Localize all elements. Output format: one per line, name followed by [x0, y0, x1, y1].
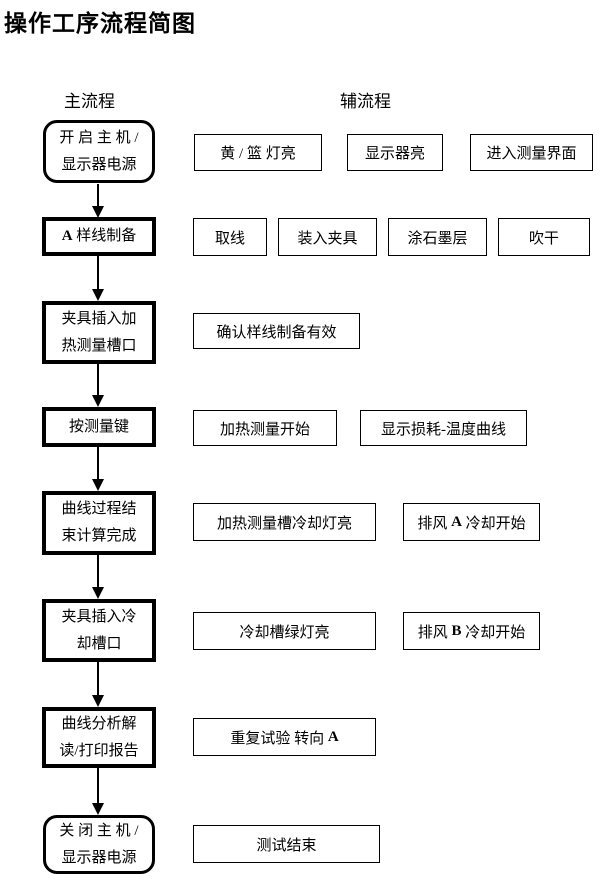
aux-box-exhaust-b-cooling: 排风 B 冷却开始 — [403, 612, 540, 650]
main-step-label: 关 闭 主 机 / — [59, 822, 139, 839]
flow-arrow — [92, 447, 105, 491]
main-step-label: 开 启 主 机 / — [59, 129, 139, 146]
aux-box-yellow-blue-light: 黄 / 篮 灯亮 — [194, 134, 322, 171]
label-text: 样线制备 — [72, 228, 137, 244]
aux-box-label: 显示损耗-温度曲线 — [381, 421, 506, 438]
aux-box-graphite-coat: 涂石墨层 — [388, 218, 487, 256]
main-step-label: 夹具插入加 — [61, 310, 137, 327]
arrow-shaft — [97, 364, 99, 397]
aux-box-label: 黄 / 篮 灯亮 — [220, 146, 296, 162]
aux-box-label: 显示器亮 — [364, 146, 425, 162]
arrow-shaft — [97, 768, 99, 805]
main-step-analyze-print-report: 曲线分析解 读/打印报告 — [42, 707, 156, 768]
flow-arrow — [92, 555, 105, 599]
flow-arrow — [92, 256, 105, 301]
bold-letter: A — [61, 228, 73, 244]
arrow-head-icon — [92, 587, 104, 599]
aux-box-enter-measure-ui: 进入测量界面 — [470, 134, 593, 171]
aux-box-label: 冷却开始 — [461, 515, 526, 532]
arrow-shaft — [97, 256, 99, 291]
main-step-power-on: 开 启 主 机 / 显示器电源 — [43, 120, 155, 183]
main-step-label: 却槽口 — [76, 635, 122, 652]
arrow-head-icon — [92, 479, 104, 491]
arrow-head-icon — [92, 289, 104, 301]
aux-box-label: 涂石墨层 — [407, 230, 468, 247]
aux-box-load-fixture: 装入夹具 — [278, 218, 377, 256]
aux-box-label: 确认样线制备有效 — [216, 324, 337, 341]
main-step-label: 夹具插入冷 — [61, 608, 137, 625]
main-step-label: A 样线制备 — [62, 223, 137, 250]
main-step-label: 热测量槽口 — [61, 337, 137, 354]
bold-letter: A — [451, 513, 462, 530]
aux-box-take-wire: 取线 — [193, 218, 267, 256]
main-step-label: 按测量键 — [68, 418, 129, 435]
arrow-shaft — [97, 184, 99, 208]
aux-box-confirm-sample-valid: 确认样线制备有效 — [193, 313, 360, 349]
aux-box-dry: 吹干 — [498, 218, 590, 256]
aux-box-heat-slot-cooling-light: 加热测量槽冷却灯亮 — [193, 503, 376, 541]
arrow-head-icon — [92, 206, 104, 218]
arrow-head-icon — [92, 395, 104, 407]
main-step-label: 显示器电源 — [61, 849, 137, 866]
main-step-label: 读/打印报告 — [59, 742, 139, 759]
main-step-curve-complete: 曲线过程结 束计算完成 — [42, 491, 156, 555]
main-step-label: 曲线过程结 — [61, 501, 137, 517]
aux-box-repeat-test: 重复试验 转向 A — [193, 718, 376, 756]
main-step-insert-heating-slot: 夹具插入加 热测量槽口 — [42, 301, 156, 364]
aux-box-cool-slot-green-light: 冷却槽绿灯亮 — [193, 612, 376, 650]
main-step-press-measure-key: 按测量键 — [42, 407, 156, 447]
aux-box-label: 测试结束 — [256, 837, 317, 854]
aux-box-label: 排风 — [417, 515, 452, 532]
aux-box-label: 加热测量槽冷却灯亮 — [216, 515, 352, 532]
aux-box-label: 取线 — [214, 230, 245, 247]
aux-box-show-loss-temp-curve: 显示损耗-温度曲线 — [360, 410, 527, 446]
aux-box-label: 排风 — [417, 624, 452, 641]
arrow-shaft — [97, 555, 99, 589]
main-flow-header: 主流程 — [64, 92, 115, 111]
page-title: 操作工序流程简图 — [4, 11, 196, 36]
arrow-head-icon — [92, 803, 104, 815]
arrow-shaft — [97, 447, 99, 481]
aux-box-label: 冷却槽绿灯亮 — [239, 624, 330, 641]
aux-box-test-end: 测试结束 — [193, 825, 380, 863]
aux-box-label: 装入夹具 — [297, 230, 358, 247]
bold-letter: B — [451, 622, 462, 639]
flow-arrow — [92, 768, 105, 815]
bold-letter: A — [327, 728, 339, 745]
flow-arrow — [92, 184, 105, 218]
main-step-label: 显示器电源 — [61, 156, 137, 173]
main-step-power-off: 关 闭 主 机 / 显示器电源 — [43, 815, 155, 874]
aux-box-label: 重复试验 转向 — [230, 730, 328, 747]
main-step-label: 曲线分析解 — [61, 715, 137, 732]
aux-box-label: 冷却开始 — [461, 624, 526, 641]
aux-box-label: 加热测量开始 — [219, 421, 310, 438]
aux-flow-header: 辅流程 — [340, 92, 391, 111]
flow-arrow — [92, 662, 105, 707]
aux-box-label: 吹干 — [528, 230, 559, 247]
main-step-insert-cooling-slot: 夹具插入冷 却槽口 — [42, 599, 156, 662]
flow-arrow — [92, 364, 105, 407]
arrow-head-icon — [92, 695, 104, 707]
main-step-label: 束计算完成 — [61, 528, 137, 544]
aux-box-display-on: 显示器亮 — [347, 134, 443, 171]
aux-box-heating-start: 加热测量开始 — [193, 410, 337, 446]
aux-box-label: 进入测量界面 — [486, 146, 577, 162]
aux-box-exhaust-a-cooling: 排风 A 冷却开始 — [403, 503, 540, 541]
arrow-shaft — [97, 662, 99, 697]
main-step-sample-prep: A 样线制备 — [42, 217, 156, 256]
